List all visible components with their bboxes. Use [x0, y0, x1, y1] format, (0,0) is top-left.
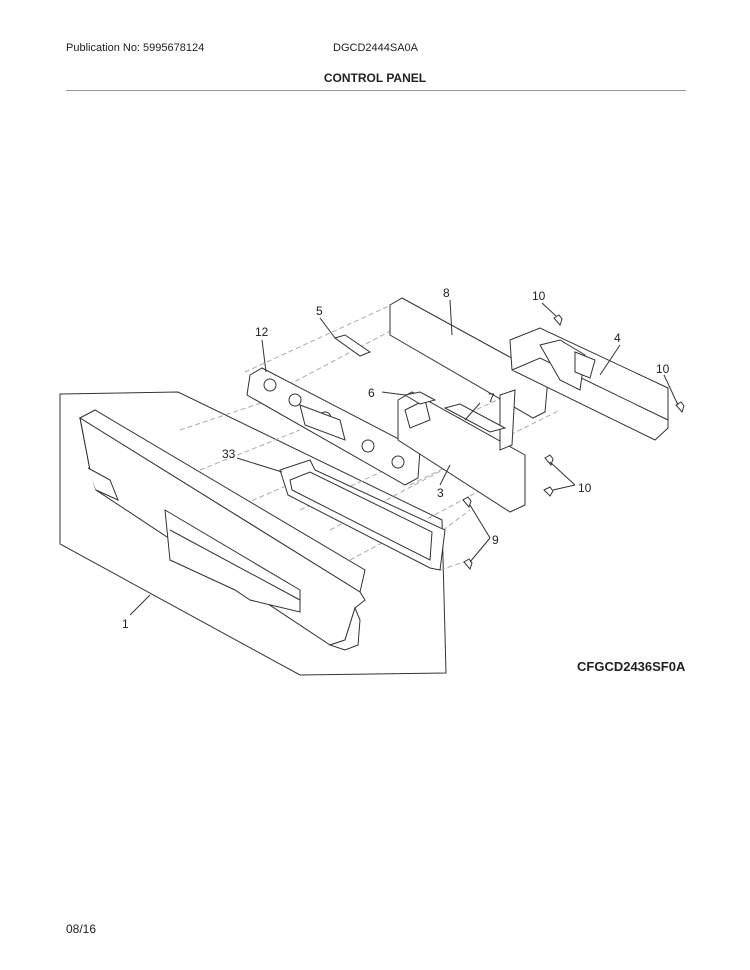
callout-leaders: [129, 299, 679, 616]
callout-10-top: 10: [532, 289, 546, 303]
model-number: DGCD2444SA0A: [333, 42, 418, 54]
callout-33: 33: [222, 447, 236, 461]
callout-6: 6: [368, 386, 375, 400]
assembly-outline: [59, 391, 447, 676]
callout-9: 9: [492, 533, 499, 547]
header-divider: [66, 90, 686, 91]
control-housing: [509, 327, 669, 441]
callout-10-right: 10: [656, 362, 670, 376]
wire-harness-7: [443, 403, 507, 433]
callout-7: 7: [488, 391, 495, 405]
callout-10-lower: 10: [578, 481, 592, 495]
callout-1: 1: [122, 617, 129, 631]
wire-clip-5: [333, 334, 372, 357]
wire-clip-6: [403, 391, 437, 405]
section-title: CONTROL PANEL: [323, 71, 427, 85]
callout-8: 8: [443, 286, 450, 300]
callout-5: 5: [316, 304, 323, 318]
callout-3: 3: [437, 486, 444, 500]
control-panel-console: [78, 409, 366, 651]
gasket-frame: [279, 459, 446, 571]
control-board: [397, 391, 526, 513]
callout-12: 12: [255, 325, 269, 339]
publication-number: Publication No: 5995678124: [66, 42, 205, 54]
diagram-code: CFGCD2436SF0A: [577, 659, 686, 674]
callout-4: 4: [614, 331, 621, 345]
callout-labels: 1 3 4 5 6 7 8 9 10 10 10 12 33: [122, 286, 670, 631]
revision-date: 08/16: [66, 922, 97, 936]
keypad-panel: [246, 367, 421, 486]
board-bracket: [389, 297, 549, 451]
